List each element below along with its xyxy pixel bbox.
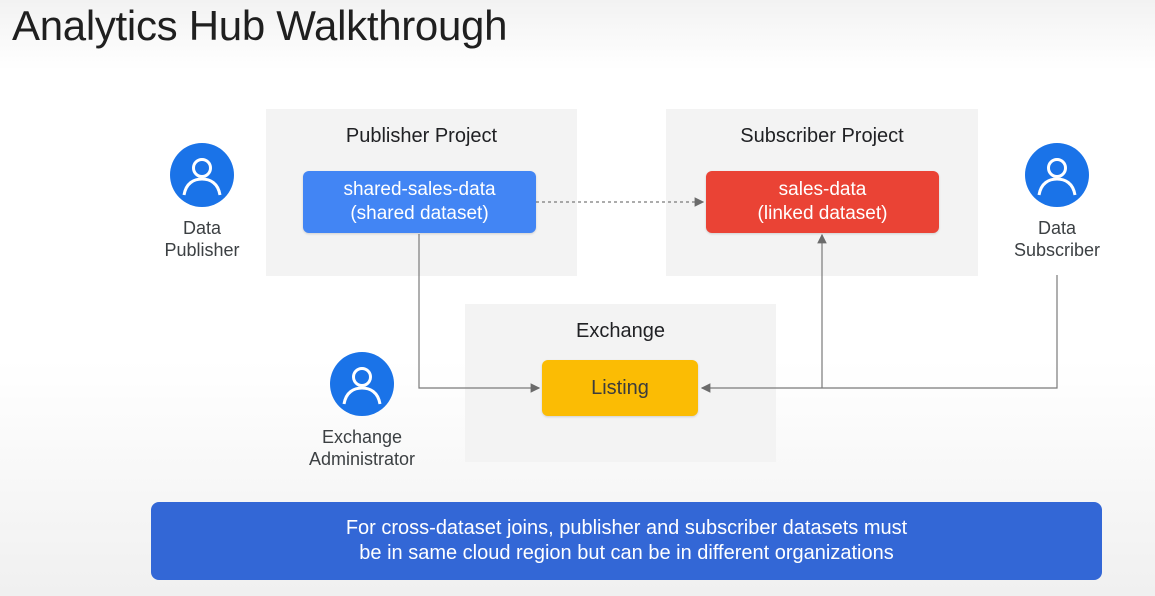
linked-dataset-name: sales-data — [778, 179, 867, 200]
listing-box: Listing — [542, 360, 698, 416]
banner-line-2: be in same cloud region but can be in di… — [359, 542, 894, 564]
exchange-administrator-label: Exchange Administrator — [308, 427, 416, 469]
banner-line-1: For cross-dataset joins, publisher and s… — [345, 517, 908, 539]
info-banner: For cross-dataset joins, publisher and s… — [151, 502, 1102, 580]
subscriber-project-title: Subscriber Project — [740, 125, 904, 147]
publisher-to-listing-line — [418, 234, 541, 393]
page-title: Analytics Hub Walkthrough — [12, 2, 508, 49]
shared-dataset-box: shared-sales-data (shared dataset) — [303, 171, 536, 233]
listing-label: Listing — [591, 377, 649, 399]
publisher-project-title: Publisher Project — [345, 125, 498, 147]
linked-dataset-type: (linked dataset) — [757, 203, 888, 224]
shared-dataset-type: (shared dataset) — [350, 203, 489, 224]
shared-dataset-name: shared-sales-data — [343, 179, 496, 200]
person-icon — [1025, 143, 1089, 207]
linked-dataset-box: sales-data (linked dataset) — [706, 171, 939, 233]
exchange-administrator-persona: Exchange Administrator — [282, 352, 442, 470]
data-subscriber-label: Data Subscriber — [1013, 218, 1101, 260]
person-icon — [170, 143, 234, 207]
data-subscriber-persona: Data Subscriber — [977, 143, 1137, 261]
subscriber-to-listing-line — [700, 275, 1058, 393]
person-icon — [330, 352, 394, 416]
data-publisher-label: Data Publisher — [164, 218, 240, 260]
exchange-title: Exchange — [576, 320, 665, 342]
data-publisher-persona: Data Publisher — [122, 143, 282, 261]
